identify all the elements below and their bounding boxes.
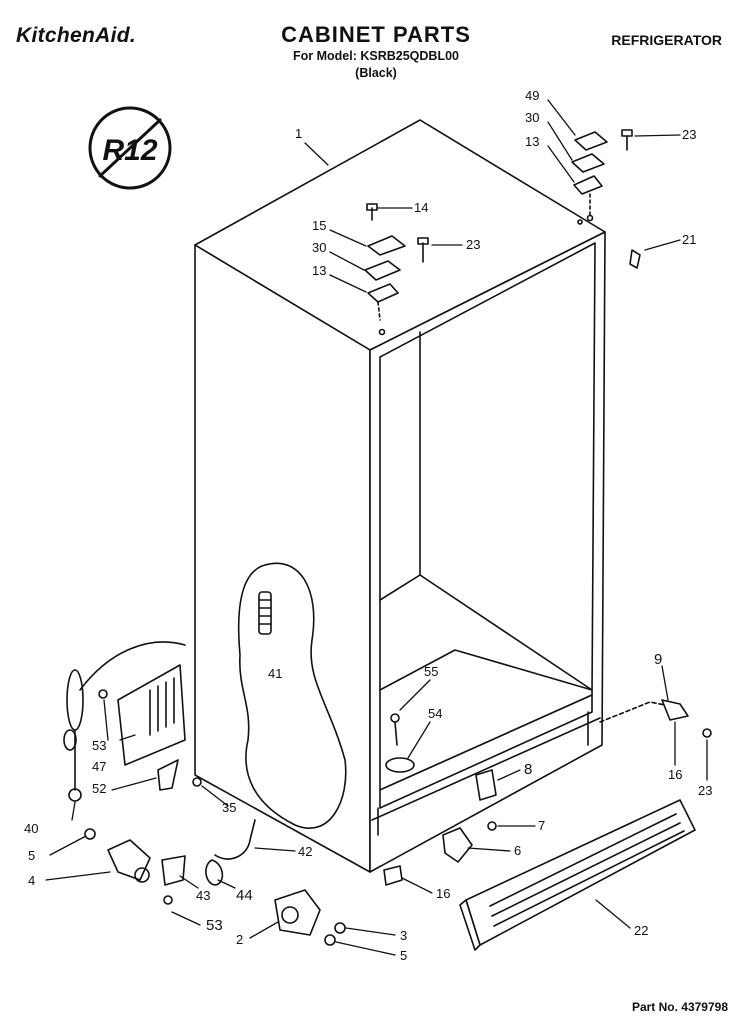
screw-53-bottom-icon [163,895,173,905]
callout-47: 47 [92,759,106,774]
callout-52: 52 [92,781,106,796]
grommet-44-icon [205,859,224,886]
model-line: For Model: KSRB25QDBL00 [293,49,459,63]
screw-35-icon [192,777,202,787]
callout-14: 14 [414,200,428,215]
screw-53-left-icon [98,689,108,699]
block-8-icon [475,769,497,801]
callout-13: 13 [525,134,539,149]
screw-5-icon [324,934,336,946]
callout-54: 54 [428,706,442,721]
callout-7: 7 [538,818,545,833]
callout-21: 21 [682,232,696,247]
callout-42: 42 [298,844,312,859]
brand-logo-text: KitchenAid. [16,24,136,47]
callout-23: 23 [466,237,480,252]
callout-16: 16 [436,886,450,901]
bracket-4-icon [107,839,151,883]
callout-41: 41 [268,666,282,681]
leader-lines [45,99,708,956]
hinge-line-9 [599,701,666,723]
callout-23: 23 [682,127,696,142]
screw-3-icon [334,922,346,934]
callout-16: 16 [668,767,682,782]
callout-2: 2 [236,932,243,947]
callout-30: 30 [312,240,326,255]
callout-30: 30 [525,110,539,125]
callout-6: 6 [514,843,521,858]
callout-8: 8 [524,761,532,778]
power-cord-icon [63,641,186,802]
callout-49: 49 [525,88,539,103]
bracket-54-icon [385,713,415,773]
callout-4: 4 [28,873,35,888]
callout-15: 15 [312,218,326,233]
callout-13: 13 [312,263,326,278]
top-hinge-right [571,129,641,269]
callout-5: 5 [400,948,407,963]
callout-1: 1 [295,126,302,141]
screw-23-right-icon [702,728,712,738]
callout-40: 40 [24,821,38,836]
r12-badge-text: R12 [102,134,157,167]
callout-43: 43 [196,888,210,903]
callout-labels: 1 49 30 13 23 14 15 30 13 23 21 41 55 54… [24,88,712,963]
bracket-2-icon [274,889,321,936]
bracket-6-icon [442,827,473,863]
bracket-43-icon [161,855,186,886]
callout-3: 3 [400,928,407,943]
callout-53: 53 [206,917,223,934]
callout-53: 53 [92,738,106,753]
callout-55: 55 [424,664,438,679]
callout-35: 35 [222,800,236,815]
page-title: CABINET PARTS [281,22,471,47]
hinge-9-icon [661,699,689,721]
tube-42-icon [214,819,256,860]
screw-5-left-icon [84,828,96,840]
clip-16-bottom-icon [383,865,403,886]
callout-5: 5 [28,848,35,863]
toe-grille-22 [459,799,696,951]
part-number: Part No. 4379798 [631,1000,728,1014]
electrical-box [117,664,186,766]
color-line: (Black) [355,66,397,80]
callout-44: 44 [236,887,253,904]
product-type: REFRIGERATOR [611,32,722,48]
cabinet-shell [194,119,606,873]
r12-badge-icon: R12 [88,106,172,190]
screw-7-icon [487,821,497,831]
callout-22: 22 [634,923,648,938]
clip-52-icon [157,759,179,791]
callout-23: 23 [698,783,712,798]
callout-9: 9 [654,651,662,668]
top-hinge-left [364,203,429,336]
